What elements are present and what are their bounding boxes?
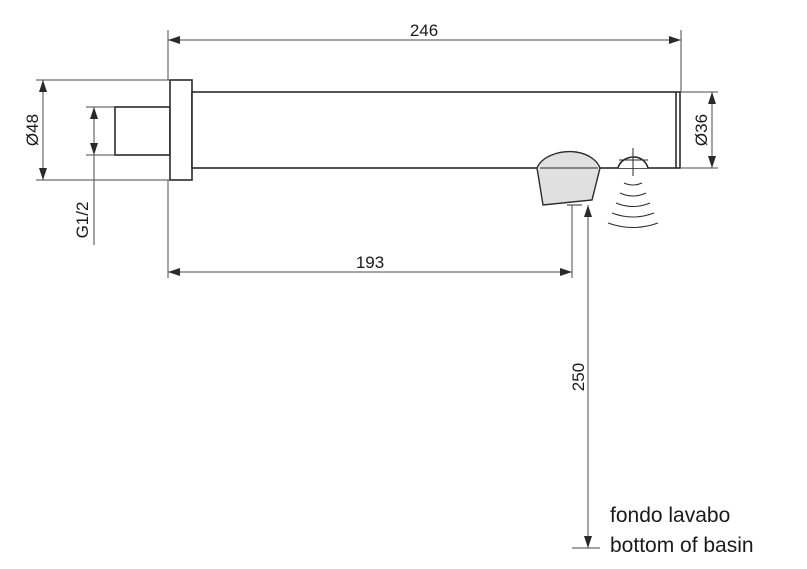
- faucet-body: [114, 79, 681, 181]
- basin-label-italian: fondo lavabo: [610, 504, 730, 527]
- thread-label: G1/2: [73, 202, 92, 239]
- dimension-flange-diameter: [36, 79, 170, 181]
- thread-connector: [114, 106, 171, 156]
- dimension-spout-reach: [167, 180, 573, 278]
- dimension-spout-diameter: [681, 91, 718, 169]
- dimension-height-to-basin: [572, 205, 600, 549]
- dimension-thread: [86, 106, 115, 245]
- height-to-basin-label: 250: [569, 363, 588, 391]
- outlet-nozzle: [536, 150, 601, 206]
- flange-diameter-label: Ø48: [23, 114, 42, 146]
- spout-tube: [191, 91, 681, 169]
- total-length-label: 246: [410, 21, 438, 40]
- wall-flange: [169, 79, 193, 181]
- sensor-icon: [607, 148, 659, 228]
- spout-diameter-label: Ø36: [692, 114, 711, 146]
- basin-label-english: bottom of basin: [610, 534, 754, 557]
- dimension-total-length: [167, 30, 682, 92]
- spout-reach-label: 193: [356, 253, 384, 272]
